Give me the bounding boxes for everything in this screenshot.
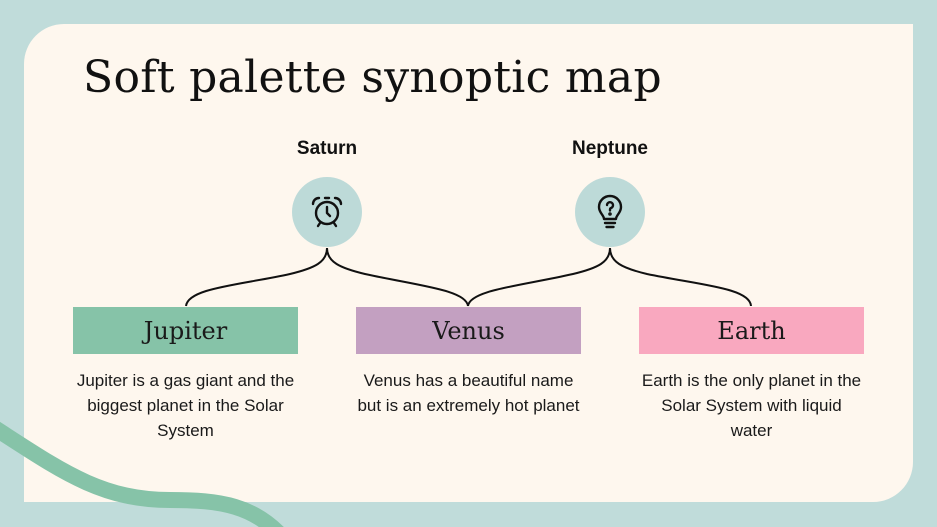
box-venus: Venus: [356, 307, 581, 354]
top-node-saturn: [292, 177, 362, 247]
description-earth: Earth is the only planet in the Solar Sy…: [641, 371, 862, 440]
box-label-venus: Venus: [432, 316, 505, 345]
box-earth: Earth: [639, 307, 864, 354]
box-label-jupiter: Jupiter: [143, 316, 228, 345]
description-jupiter: Jupiter is a gas giant and the biggest p…: [76, 371, 295, 440]
description-venus: Venus has a beautiful name but is an ext…: [357, 371, 580, 415]
alarm-clock-icon: [311, 196, 343, 228]
top-node-neptune: [575, 177, 645, 247]
box-jupiter: Jupiter: [73, 307, 298, 354]
top-node-label-neptune: Neptune: [572, 138, 648, 159]
slide-title: Soft palette synoptic map: [83, 52, 662, 103]
box-label-earth: Earth: [717, 316, 786, 345]
top-node-label-saturn: Saturn: [296, 138, 358, 159]
lightbulb-question-icon: [597, 194, 623, 229]
